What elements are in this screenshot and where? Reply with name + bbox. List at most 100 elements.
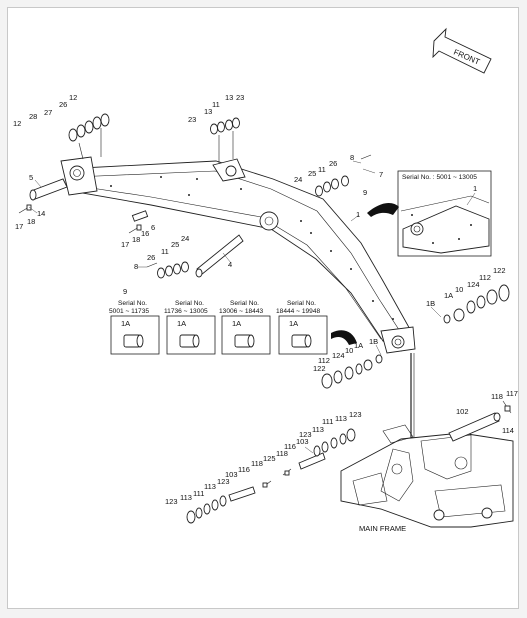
callout-7: 7	[379, 170, 383, 179]
callout-9b: 9	[123, 287, 127, 296]
callout-10b: 10	[345, 346, 353, 355]
callout-24a: 24	[294, 175, 302, 184]
serial-range-4: 18444 ~ 19948	[276, 308, 321, 315]
serial-range-3: 13006 ~ 18443	[219, 308, 264, 315]
callout-12b: 12	[69, 93, 77, 102]
callout-1b-b: 1B	[369, 337, 378, 346]
diagram-frame: FRONT Serial No. : 5001 ~ 13005 1	[7, 7, 519, 609]
callout-112a: 112	[479, 273, 491, 282]
callout-8b: 8	[134, 262, 138, 271]
callout-123b: 123	[299, 430, 312, 439]
callout-labels: 1 5 4 6 7 8 8 9 9 12 28 27 26 12 23 13 1…	[13, 93, 518, 506]
inset-pointer	[367, 203, 399, 217]
callout-124b: 124	[332, 351, 345, 360]
serial-part-4: 1A	[289, 319, 298, 328]
callout-8a: 8	[350, 153, 354, 162]
callout-124a: 124	[467, 280, 480, 289]
callout-9a: 9	[363, 188, 367, 197]
callout-103a: 103	[296, 437, 309, 446]
main-frame	[340, 424, 514, 528]
serial-label-2: Serial No.	[175, 300, 204, 307]
boom-foot-pin	[29, 178, 68, 201]
callout-26c: 26	[147, 253, 155, 262]
callout-122a: 122	[493, 266, 506, 275]
callout-116b: 116	[238, 465, 250, 474]
washer-stacks	[68, 113, 510, 389]
callout-102: 102	[456, 407, 469, 416]
serial-box-2: Serial No. 11736 ~ 13005 1A	[164, 300, 216, 355]
callout-123a: 123	[349, 410, 362, 419]
lower-hardware-chain	[186, 428, 356, 524]
callout-24b: 24	[181, 234, 189, 243]
callout-113a: 113	[335, 414, 347, 423]
callout-23b: 23	[236, 93, 244, 102]
callout-26a: 26	[59, 100, 67, 109]
callout-6: 6	[151, 223, 155, 232]
boom-parts-diagram: FRONT Serial No. : 5001 ~ 13005 1	[13, 27, 518, 533]
leader-lines	[28, 160, 442, 454]
serial-box-3: Serial No. 13006 ~ 18443 1A	[219, 300, 271, 355]
callout-123d: 123	[165, 497, 178, 506]
callout-17b: 17	[121, 240, 129, 249]
callout-13a: 13	[204, 107, 212, 116]
boom-assembly	[60, 156, 416, 354]
callout-1: 1	[356, 210, 360, 219]
serial-range-2: 11736 ~ 13005	[164, 308, 208, 315]
callout-18a: 18	[27, 217, 35, 226]
front-arrow: FRONT	[432, 27, 492, 74]
callout-122b: 122	[313, 364, 326, 373]
inset-callout: 1	[473, 184, 477, 193]
callout-5: 5	[29, 173, 33, 182]
callout-11b: 11	[318, 165, 326, 174]
callout-111b: 111	[193, 489, 204, 498]
serial-label-4: Serial No.	[287, 300, 316, 307]
callout-25a: 25	[308, 169, 316, 178]
callout-4: 4	[228, 260, 232, 269]
callout-1a-b: 1A	[354, 341, 363, 350]
serial-pointer	[331, 330, 357, 345]
callout-114: 114	[502, 426, 514, 435]
callout-123c: 123	[217, 477, 230, 486]
inset-title: Serial No. : 5001 ~ 13005	[402, 174, 477, 181]
callout-116a: 116	[284, 442, 296, 451]
serial-label-1: Serial No.	[118, 300, 147, 307]
frame-pin	[448, 400, 512, 442]
callout-17a: 17	[15, 222, 23, 231]
serial-box-1: Serial No. 5001 ~ 11735 1A	[109, 300, 160, 355]
serial-part-2: 1A	[177, 319, 186, 328]
callout-113b: 113	[312, 425, 324, 434]
main-frame-label: MAIN FRAME	[359, 524, 406, 533]
callout-112b: 112	[318, 356, 330, 365]
callout-118c: 118	[251, 459, 263, 468]
callout-117: 117	[506, 389, 518, 398]
callout-23a: 23	[188, 115, 196, 124]
inset-detail: Serial No. : 5001 ~ 13005 1	[397, 170, 492, 257]
callout-25b: 25	[171, 240, 179, 249]
serial-label-3: Serial No.	[230, 300, 259, 307]
callout-1b-a: 1B	[426, 299, 435, 308]
callout-118a: 118	[491, 392, 503, 401]
callout-11c: 11	[161, 247, 169, 256]
cylinder-pin	[195, 234, 244, 278]
callout-125: 125	[263, 454, 276, 463]
callout-18b: 18	[132, 235, 140, 244]
callout-14: 14	[37, 209, 45, 218]
serial-part-1: 1A	[121, 319, 130, 328]
callout-13b: 13	[225, 93, 233, 102]
callout-10a: 10	[455, 285, 463, 294]
callout-113d: 113	[180, 493, 192, 502]
callout-26b: 26	[329, 159, 337, 168]
callout-1a-a: 1A	[444, 291, 453, 300]
callout-118b: 118	[276, 449, 288, 458]
serial-part-3: 1A	[232, 319, 241, 328]
serial-box-4: Serial No. 18444 ~ 19948 1A	[276, 300, 328, 355]
serial-range-1: 5001 ~ 11735	[109, 308, 149, 315]
callout-113c: 113	[204, 482, 216, 491]
callout-16: 16	[141, 229, 149, 238]
callout-27: 27	[44, 108, 52, 117]
callout-103b: 103	[225, 470, 238, 479]
callout-12a: 12	[13, 119, 21, 128]
callout-28: 28	[29, 112, 37, 121]
callout-11a: 11	[212, 100, 220, 109]
pin-bolts	[18, 154, 372, 268]
